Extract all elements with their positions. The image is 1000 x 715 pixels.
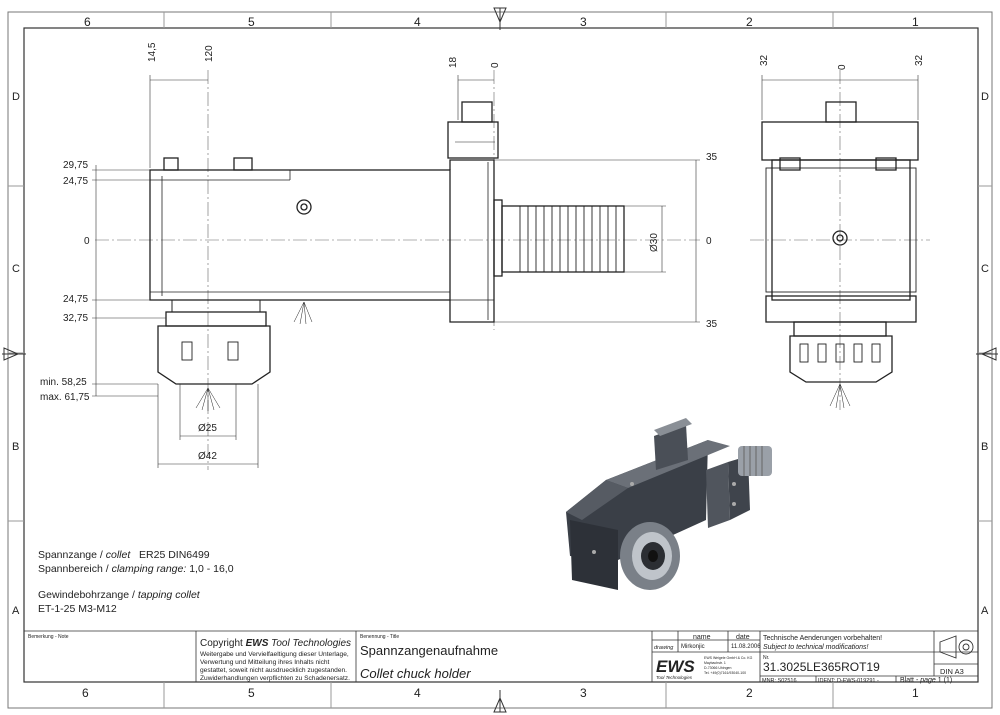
column-label-bottom: 1 <box>912 686 919 700</box>
sheet-format: DIN A3 <box>940 667 964 676</box>
dimension-label: max. 61,75 <box>40 392 90 403</box>
row-markers: D C B A D C B A <box>8 91 992 617</box>
dimension-label: 0 <box>84 236 90 247</box>
copyright-line: Weitergabe und Vervielfaeltigung dieser … <box>200 651 349 658</box>
copyright-line: gestattet, soweit nicht ausdruecklich zu… <box>200 667 347 674</box>
row-label-right: B <box>981 441 988 453</box>
column-label-top: 5 <box>248 15 255 29</box>
front-view <box>750 70 930 410</box>
column-label-bottom: 3 <box>580 686 587 700</box>
dimension-label: 32,75 <box>63 313 88 324</box>
row-label-right: C <box>981 263 989 275</box>
column-label-top: 3 <box>580 15 587 29</box>
copyright-title: Copyright EWS Tool Technologies <box>200 638 351 649</box>
front-view-dimensions <box>761 75 919 120</box>
dimension-label: 32 <box>759 54 770 66</box>
inner-frame <box>23 27 979 683</box>
name-header: name <box>693 634 711 641</box>
row-label-left: D <box>12 91 20 103</box>
company-address-line: Tel. +49(0)7161/93040-100 <box>704 671 746 675</box>
title-english: Collet chuck holder <box>360 666 471 681</box>
dimension-label: 24,75 <box>63 294 88 305</box>
front-view-dimension-text: 32 0 32 <box>759 54 925 70</box>
projection-symbol-icon <box>939 635 974 659</box>
shank-diameter-label: Ø30 <box>649 233 660 252</box>
company-address-line: D-73066 Uhingen <box>704 666 731 670</box>
sheet-page: Blatt - page 1 (1) <box>900 677 952 684</box>
tapping-collet-label: Gewindebohrzange / tapping collet <box>38 589 200 601</box>
collet-large-diameter-label: Ø42 <box>198 451 217 462</box>
column-markers-bottom: 6 5 4 3 2 1 <box>82 682 919 708</box>
dimension-label: 35 <box>706 319 718 330</box>
column-label-bottom: 5 <box>248 686 255 700</box>
side-view <box>95 70 700 470</box>
column-label-bottom: 4 <box>414 686 421 700</box>
drawer-name: Mirkonjic <box>681 644 705 650</box>
title-label: Benennung - Title <box>360 634 399 640</box>
dimension-label: 0 <box>706 236 712 247</box>
title-block <box>24 630 978 682</box>
modification-notice-de: Technische Aenderungen vorbehalten! <box>763 635 882 642</box>
copyright-line: Zuwiderhandlungen verpflichten zu Schade… <box>200 675 350 682</box>
drawer-date: 11.08.2006 <box>731 644 761 650</box>
side-view-dimensions <box>92 75 700 468</box>
ews-logo: EWS <box>656 657 695 676</box>
number-label: Nr. <box>763 655 769 661</box>
column-label-top: 6 <box>84 15 91 29</box>
dimension-label: 24,75 <box>63 176 88 187</box>
column-label-top: 4 <box>414 15 421 29</box>
remark-label: Bemerkung - Note <box>28 634 69 640</box>
drawing-label: drawing <box>654 645 674 651</box>
dimension-label: min. 58,25 <box>40 377 87 388</box>
column-label-top: 1 <box>912 15 919 29</box>
row-label-right: D <box>981 91 989 103</box>
row-label-left: B <box>12 441 19 453</box>
dimension-label: 0 <box>837 64 848 70</box>
copyright-line: Verwertung und Mitteilung ihres Inhalts … <box>200 659 330 666</box>
column-markers-top: 6 5 4 3 2 1 <box>84 12 919 29</box>
company-address-line: EWS Weigele GmbH & Co. KG <box>704 656 753 660</box>
column-label-bottom: 2 <box>746 686 753 700</box>
company-address-line: Maybachstr. 1 <box>704 661 726 665</box>
specification-notes: Spannzange / collet ER25 DIN6499 Spannbe… <box>38 548 234 616</box>
title-german: Spannzangenaufnahme <box>360 643 498 658</box>
side-view-dimension-text: 14,5 120 18 0 29,75 24,75 0 24,75 32,75 … <box>40 42 718 462</box>
tapping-collet-spec: ET-1-25 M3-M12 <box>38 603 117 615</box>
collet-spec: Spannzange / collet ER25 DIN6499 <box>38 549 210 561</box>
isometric-render <box>566 418 772 590</box>
part-number: 31.3025LE365ROT19 <box>763 660 880 674</box>
ews-logo-subtitle: Tool Technologies <box>656 675 693 680</box>
clamping-range-spec: Spannbereich / clamping range: 1,0 - 16,… <box>38 563 234 575</box>
row-label-left: C <box>12 263 20 275</box>
dimension-label: 0 <box>490 62 501 68</box>
row-label-right: A <box>981 605 989 617</box>
modification-notice-en: Subject to technical modifications! <box>763 644 868 651</box>
column-label-top: 2 <box>746 15 753 29</box>
dimension-label: 120 <box>204 45 215 62</box>
collet-small-diameter-label: Ø25 <box>198 423 217 434</box>
date-header: date <box>736 634 750 641</box>
column-label-bottom: 6 <box>82 686 89 700</box>
dimension-label: 14,5 <box>147 42 158 62</box>
dimension-label: 35 <box>706 152 718 163</box>
row-label-left: A <box>12 605 20 617</box>
dimension-label: 29,75 <box>63 160 88 171</box>
title-block-text: Bemerkung - Note Copyright EWS Tool Tech… <box>28 634 964 684</box>
dimension-label: 32 <box>914 54 925 66</box>
centering-marks <box>2 7 998 713</box>
ident-number: IDENT: D-EWS-019291 - <box>818 678 879 684</box>
dimension-label: 18 <box>448 56 459 68</box>
mnr-number: MNR: S02516 <box>762 678 797 684</box>
